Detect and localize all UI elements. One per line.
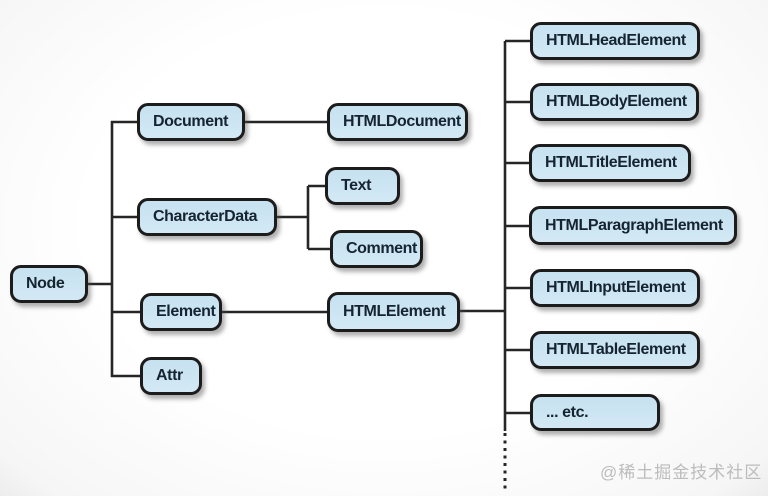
node-box-etc: ... etc. [530, 394, 660, 431]
node-box-element: Element [140, 293, 222, 331]
node-box-attr: Attr [140, 357, 202, 395]
node-box-document: Document [137, 103, 245, 141]
node-box-htmltableelement: HTMLTableElement [530, 331, 700, 369]
node-box-htmlheadelement: HTMLHeadElement [530, 22, 700, 60]
node-box-htmlinputelement: HTMLInputElement [530, 269, 700, 307]
node-box-htmlbodyelement: HTMLBodyElement [530, 83, 699, 121]
node-box-htmlparagraphelement: HTMLParagraphElement [529, 206, 737, 245]
node-box-node: Node [10, 265, 88, 303]
node-box-htmlelement: HTMLElement [327, 292, 460, 332]
watermark: @稀土掘金技术社区 [600, 463, 763, 482]
node-box-htmltitleelement: HTMLTitleElement [529, 144, 691, 182]
node-box-characterdata: CharacterData [137, 198, 277, 236]
node-box-comment: Comment [330, 230, 423, 268]
node-box-text: Text [325, 167, 400, 205]
node-box-htmldocument: HTMLDocument [327, 103, 468, 141]
